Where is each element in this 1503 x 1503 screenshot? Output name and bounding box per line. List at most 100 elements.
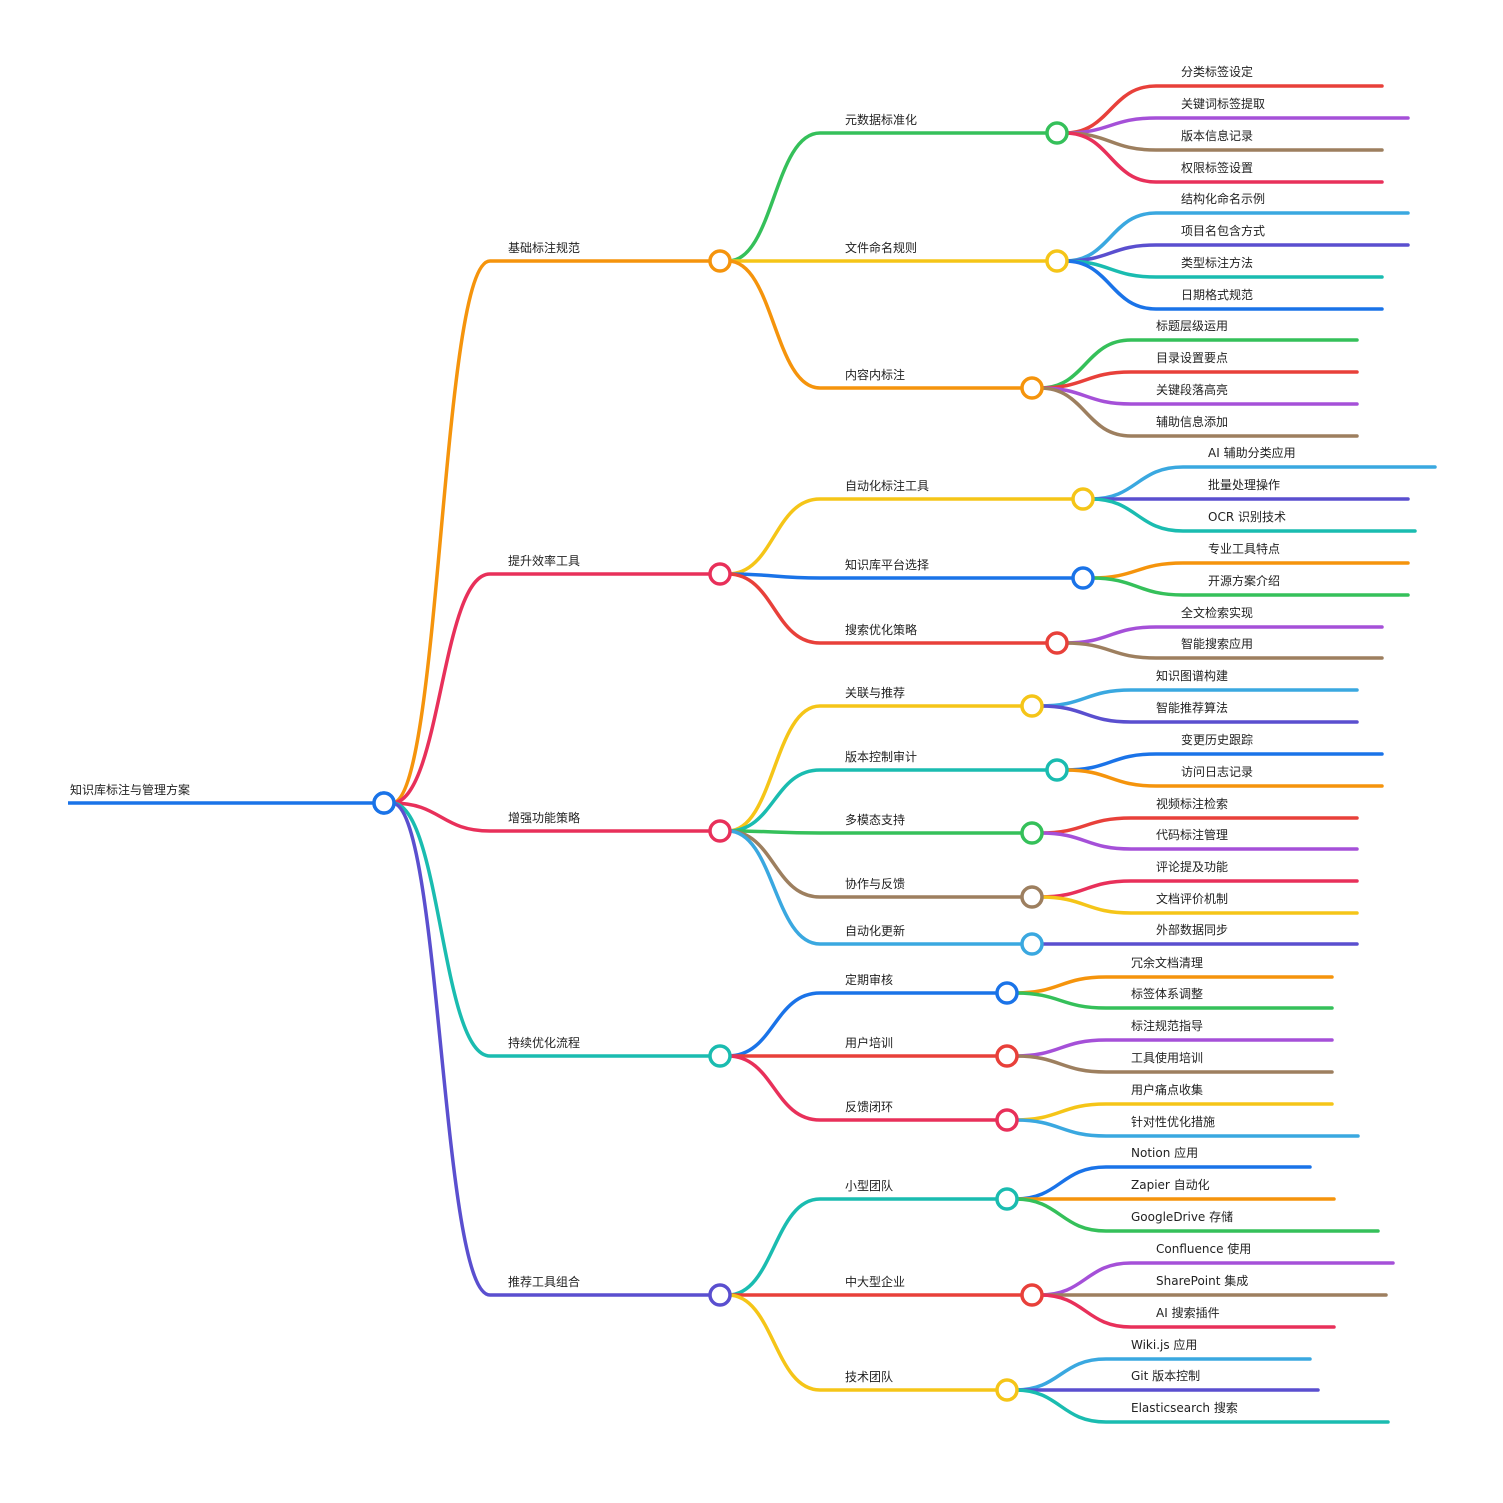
branch-edge-l2 [726, 497, 1075, 576]
collapse-toggle-l2[interactable] [995, 1044, 1019, 1068]
topic-label-l3: 标题层级运用 [1156, 319, 1228, 333]
collapse-toggle-l2[interactable] [995, 1187, 1019, 1211]
branch-edge-l2 [726, 829, 1024, 946]
branch-edge-l3 [1063, 641, 1384, 660]
branch-edge-l2 [726, 572, 1049, 645]
topic-label-l3: 批量处理操作 [1208, 477, 1280, 492]
collapse-toggle-l2[interactable] [1020, 932, 1044, 956]
topic-label-l2: 搜索优化策略 [845, 622, 917, 637]
branch-edge-l2 [726, 829, 1024, 835]
topic-label-l3: 智能搜索应用 [1181, 636, 1253, 651]
topic-label-l3: 访问日志记录 [1181, 765, 1253, 779]
branch-edge-l2 [726, 259, 1024, 390]
topic-label-l3: 全文检索实现 [1181, 605, 1253, 620]
branch-edge-l3 [1038, 386, 1359, 438]
topic-label-l2: 多模态支持 [845, 812, 905, 827]
topic-label-l1: 增强功能策略 [508, 810, 580, 825]
topic-label-l2: 自动化标注工具 [845, 478, 929, 493]
collapse-toggle-l2[interactable] [1020, 821, 1044, 845]
topic-label-l3: AI 搜索插件 [1156, 1305, 1220, 1320]
collapse-toggle-l2[interactable] [1020, 694, 1044, 718]
branch-edge-l3 [1063, 768, 1384, 788]
collapse-toggle-l2[interactable] [1020, 1283, 1044, 1307]
topic-label-l2: 中大型企业 [845, 1274, 905, 1289]
collapse-toggle-l1[interactable] [708, 249, 732, 273]
topic-label-l3: 针对性优化措施 [1131, 1114, 1215, 1129]
branch-edge-l2 [726, 572, 1075, 580]
branch-edge-l3 [1038, 1293, 1336, 1329]
topic-label-l3: GoogleDrive 存储 [1131, 1209, 1233, 1224]
collapse-toggle-l2[interactable] [1045, 249, 1069, 273]
branch-edge-l2 [726, 991, 999, 1058]
branch-edge-l3 [1013, 1118, 1360, 1138]
topic-label-l3: 结构化命名示例 [1181, 191, 1265, 206]
collapse-toggle-l2[interactable] [1045, 631, 1069, 655]
topic-label-l3: 目录设置要点 [1156, 351, 1228, 365]
branch-edge-l3 [1038, 895, 1359, 915]
branch-edge-l2 [726, 1197, 999, 1297]
topic-label-l3: 评论提及功能 [1156, 859, 1228, 874]
topic-label-l2: 知识库平台选择 [845, 557, 929, 572]
branch-edge-l2 [726, 131, 1049, 263]
topic-label-l3: 版本信息记录 [1181, 128, 1253, 143]
branch-edge-l3 [1089, 497, 1417, 533]
collapse-toggle-l2[interactable] [1045, 758, 1069, 782]
topic-label-l2: 自动化更新 [845, 923, 905, 938]
topic-label-l3: Wiki.js 应用 [1131, 1337, 1197, 1352]
collapse-toggle-l2[interactable] [1045, 121, 1069, 145]
topic-label-l2: 内容内标注 [845, 367, 905, 382]
topic-label-l3: 关键段落高亮 [1156, 382, 1228, 397]
topic-label-l3: Git 版本控制 [1131, 1369, 1200, 1383]
branch-edge-l3 [1089, 576, 1410, 597]
branch-edge-l3 [1013, 991, 1334, 1010]
branch-edge-l3 [1013, 1388, 1390, 1424]
topic-label-l3: Elasticsearch 搜索 [1131, 1400, 1238, 1415]
topic-label-l3: 知识图谱构建 [1156, 668, 1228, 683]
topic-label-l3: 用户痛点收集 [1131, 1082, 1203, 1097]
collapse-toggle-l2[interactable] [1020, 885, 1044, 909]
collapse-toggle-l2[interactable] [1071, 487, 1095, 511]
topic-label-l3: 项目名包含方式 [1181, 223, 1265, 238]
branch-edge-l3 [1063, 131, 1384, 184]
topic-label-l3: SharePoint 集成 [1156, 1273, 1248, 1288]
topic-label-l3: 类型标注方法 [1181, 255, 1253, 270]
collapse-toggle-l2[interactable] [1020, 376, 1044, 400]
nodes-layer: 知识库标注与管理方案基础标注规范元数据标准化分类标签设定关键词标签提取版本信息记… [70, 64, 1296, 1415]
branch-edge-l2 [726, 768, 1049, 833]
topic-label-l3: OCR 识别技术 [1208, 510, 1286, 524]
topic-label-l1: 提升效率工具 [508, 553, 580, 568]
topic-label-l2: 技术团队 [845, 1369, 893, 1384]
edges-layer [68, 84, 1437, 1424]
topic-label-l2: 协作与反馈 [845, 876, 905, 891]
root-collapse-toggle[interactable] [372, 791, 396, 815]
collapse-toggle-l1[interactable] [708, 1283, 732, 1307]
topic-label-l1: 推荐工具组合 [508, 1274, 580, 1289]
branch-edge-l3 [1038, 704, 1359, 724]
topic-label-l3: 分类标签设定 [1181, 64, 1253, 79]
collapse-toggle-l2[interactable] [995, 981, 1019, 1005]
collapse-toggle-l1[interactable] [708, 1044, 732, 1068]
branch-edge-l3 [1013, 1054, 1334, 1074]
topic-label-l3: AI 辅助分类应用 [1208, 445, 1296, 460]
branch-edge-l1 [390, 572, 712, 805]
topic-label-l3: 标注规范指导 [1131, 1018, 1203, 1033]
collapse-toggle-l1[interactable] [708, 819, 732, 843]
topic-label-l2: 定期审核 [845, 972, 893, 987]
topic-label-l2: 版本控制审计 [845, 749, 917, 764]
branch-edge-l1 [390, 801, 712, 833]
branch-edge-l3 [1063, 259, 1384, 311]
topic-label-l3: 日期格式规范 [1181, 287, 1253, 302]
branch-edge-l2 [726, 1054, 999, 1122]
collapse-toggle-l1[interactable] [708, 562, 732, 586]
topic-label-l3: 变更历史跟踪 [1181, 732, 1253, 747]
branch-edge-l2 [726, 704, 1024, 833]
root-topic-label: 知识库标注与管理方案 [70, 782, 190, 797]
topic-label-l3: 视频标注检索 [1156, 796, 1228, 811]
collapse-toggle-l2[interactable] [995, 1378, 1019, 1402]
collapse-toggle-l2[interactable] [995, 1108, 1019, 1132]
collapse-toggle-l2[interactable] [1071, 566, 1095, 590]
topic-label-l3: 智能推荐算法 [1156, 700, 1228, 715]
topic-label-l3: 工具使用培训 [1131, 1050, 1203, 1065]
branch-edge-l1 [390, 801, 712, 1058]
